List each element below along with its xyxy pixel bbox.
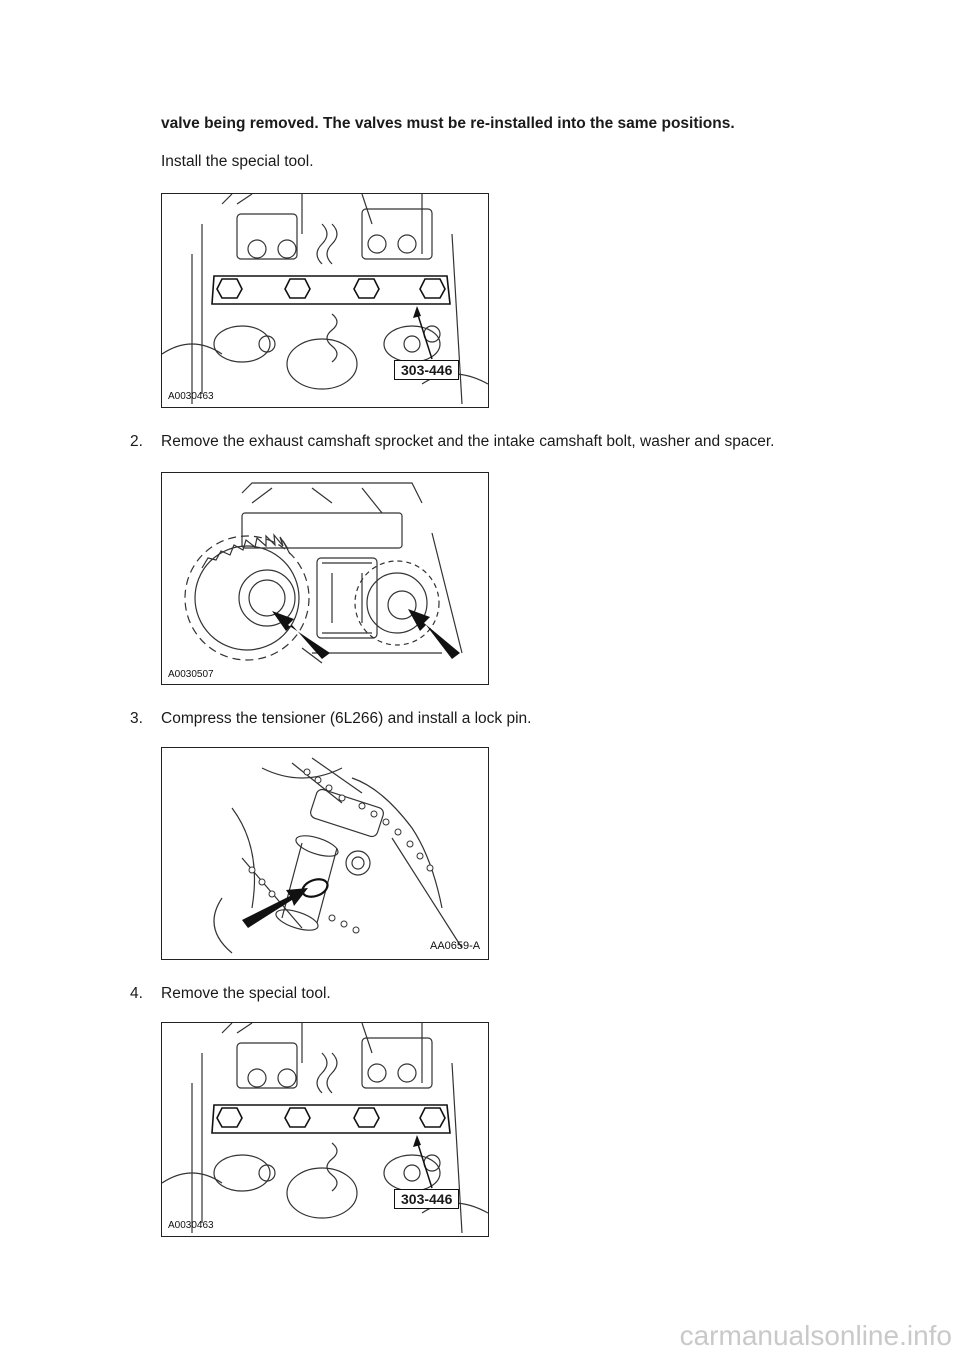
figure-special-tool-installed: 303-446 A0030463 [161,193,489,408]
engine-illustration [162,1023,488,1234]
footer-watermark: carmanualsonline.info [679,1320,952,1351]
figure-id: AA0659-A [430,940,481,952]
tensioner-illustration [213,757,463,954]
step-4-number: 4. [130,985,143,1002]
tool-callout: 303-446 [394,360,460,380]
step-2-text: Remove the exhaust camshaft sprocket and… [161,433,775,450]
tool-callout: 303-446 [394,1189,460,1209]
step-3-number: 3. [130,710,143,727]
engine-illustration [162,194,488,405]
figure-special-tool-removal: 303-446 A0030463 [161,1022,489,1237]
step-2-number: 2. [130,433,143,450]
figure-tensioner-lock-pin: AA0659-A [161,747,489,960]
figure-id: A0030463 [168,391,214,402]
warning-text: valve being removed. The valves must be … [161,115,735,132]
step-4-text: Remove the special tool. [161,985,331,1002]
figure-id: A0030507 [168,669,214,680]
figure-id: A0030463 [168,1220,214,1231]
step-1-text: Install the special tool. [161,153,314,170]
figure-camshaft-sprockets: A0030507 [161,472,489,685]
step-3-text: Compress the tensioner (6L266) and insta… [161,710,532,727]
sprocket-illustration [184,482,463,664]
